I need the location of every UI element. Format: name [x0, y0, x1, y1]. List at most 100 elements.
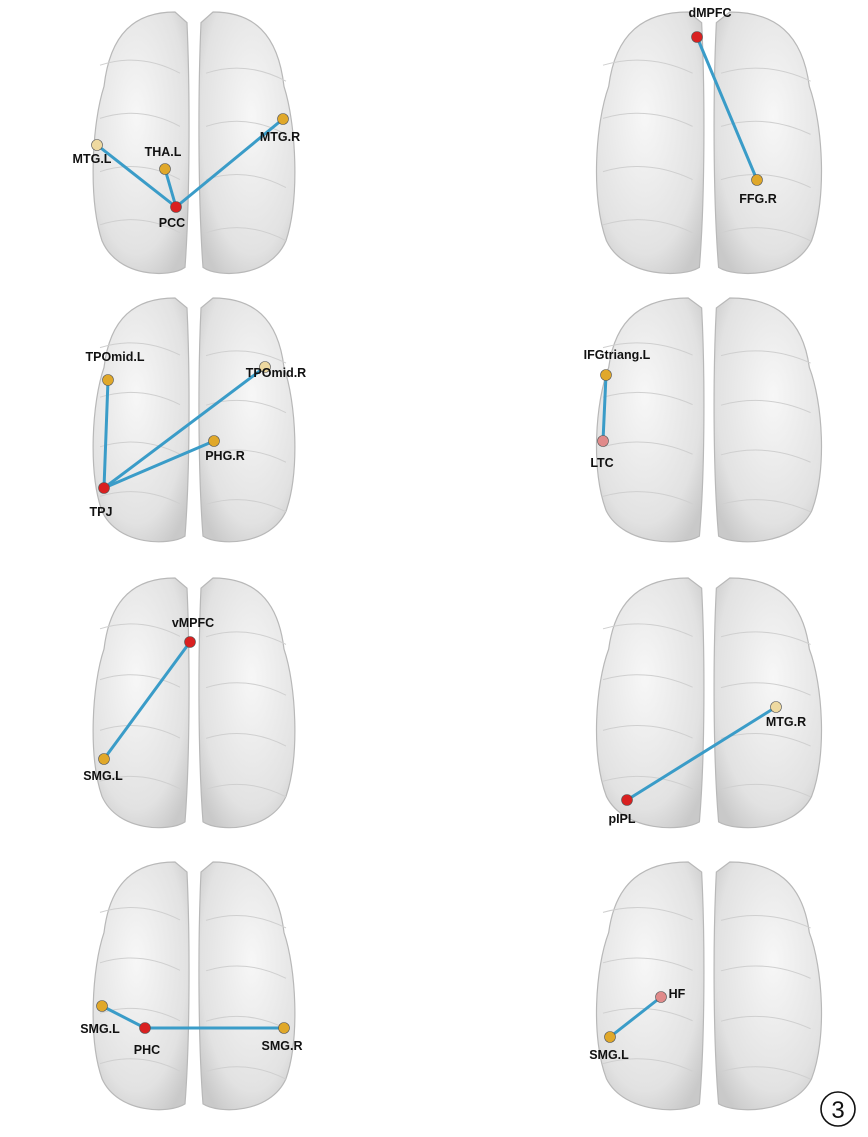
node-label: vMPFC — [172, 616, 214, 630]
right-hemisphere — [713, 11, 823, 275]
figure-number-circle — [820, 1091, 856, 1127]
connection-edge — [608, 995, 663, 1039]
gyrus-line — [720, 173, 811, 189]
target-node — [102, 374, 114, 386]
gyrus-line — [602, 957, 693, 971]
target-node — [259, 361, 271, 373]
seed-node — [691, 31, 703, 43]
gyrus-line — [720, 783, 811, 798]
connection-edge — [102, 640, 192, 761]
gyrus-line — [205, 1015, 287, 1030]
gyrus-line — [602, 907, 693, 921]
target-node — [159, 163, 171, 175]
node-label: SMG.L — [83, 769, 123, 783]
gyrus-line — [205, 631, 287, 645]
gyrus-line — [99, 725, 181, 739]
seed-node — [139, 1022, 151, 1034]
left-hemisphere — [595, 297, 705, 543]
node-label: THA.L — [145, 145, 182, 159]
gyrus-line — [720, 682, 811, 696]
gyrus-line — [205, 915, 287, 929]
node-label: HF — [669, 987, 686, 1001]
gyrus-line — [602, 725, 693, 739]
node-label: LTC — [590, 456, 613, 470]
brain-panel-2: dMPFC FFG.R — [595, 6, 823, 275]
connection-edge — [95, 143, 178, 209]
node-label: dMPFC — [688, 6, 731, 20]
gyrus-line — [720, 1015, 811, 1030]
right-hemisphere — [713, 297, 823, 543]
connection-edge — [695, 35, 759, 182]
node-label: TPJ — [90, 505, 113, 519]
gyrus-line — [205, 120, 287, 135]
connection-edge — [102, 439, 216, 490]
right-hemisphere — [198, 577, 296, 829]
target-node — [770, 701, 782, 713]
left-hemisphere — [92, 861, 190, 1111]
node-label: SMG.L — [80, 1022, 120, 1036]
connection-edge — [163, 167, 178, 209]
gyrus-line — [205, 227, 287, 242]
figure-number: 3 — [831, 1097, 844, 1124]
gyrus-line — [720, 120, 811, 135]
gyrus-line — [720, 965, 811, 979]
gyrus-line — [99, 1007, 181, 1022]
gyrus-line — [720, 67, 811, 82]
gyrus-line — [205, 67, 287, 82]
gyrus-line — [99, 1058, 181, 1072]
left-hemisphere — [92, 11, 190, 275]
right-hemisphere — [713, 577, 823, 829]
connection-edge — [625, 705, 778, 802]
node-label: PHG.R — [205, 449, 245, 463]
gyrus-line — [720, 449, 811, 463]
node-label: SMG.L — [589, 1048, 629, 1062]
gyrus-line — [602, 219, 693, 234]
seed-node — [170, 201, 182, 213]
node-label: FFG.R — [739, 192, 777, 206]
gyrus-line — [602, 674, 693, 688]
gyrus-line — [602, 342, 693, 356]
gyrus-line — [720, 499, 811, 513]
gyrus-line — [602, 165, 693, 181]
connection-edge — [100, 1004, 147, 1030]
left-hemisphere — [595, 11, 705, 275]
right-hemisphere — [198, 861, 296, 1111]
gyrus-line — [602, 623, 693, 637]
gyrus-line — [99, 441, 181, 455]
brain-panel-5: vMPFC SMG.L — [83, 577, 296, 829]
node-label: SMG.R — [262, 1039, 303, 1053]
gyrus-line — [205, 449, 287, 463]
gyrus-line — [205, 350, 287, 364]
target-node — [278, 1022, 290, 1034]
gyrus-line — [720, 1066, 811, 1080]
target-node — [91, 139, 103, 151]
connection-edge — [601, 373, 608, 443]
figure-number-badge: 3 — [820, 1091, 856, 1127]
gyrus-line — [205, 682, 287, 696]
seed-node — [655, 991, 667, 1003]
gyrus-line — [99, 342, 181, 356]
gyrus-line — [602, 59, 693, 74]
target-node — [96, 1000, 108, 1012]
target-node — [600, 369, 612, 381]
target-node — [208, 435, 220, 447]
gyrus-line — [602, 112, 693, 127]
left-hemisphere — [595, 861, 705, 1111]
connection-edge — [102, 378, 110, 490]
target-node — [277, 113, 289, 125]
brain-panel-8: HF SMG.L — [589, 861, 823, 1111]
gyrus-line — [720, 631, 811, 645]
gyrus-line — [99, 219, 181, 234]
node-label: MTG.R — [766, 715, 806, 729]
node-label: MTG.R — [260, 130, 300, 144]
node-label: TPOmid.R — [246, 366, 306, 380]
gyrus-line — [602, 775, 693, 790]
gyrus-line — [99, 623, 181, 637]
node-label: IFGtriang.L — [584, 348, 651, 362]
target-node — [604, 1031, 616, 1043]
node-label: PHC — [134, 1043, 160, 1057]
connection-edge — [174, 117, 285, 209]
